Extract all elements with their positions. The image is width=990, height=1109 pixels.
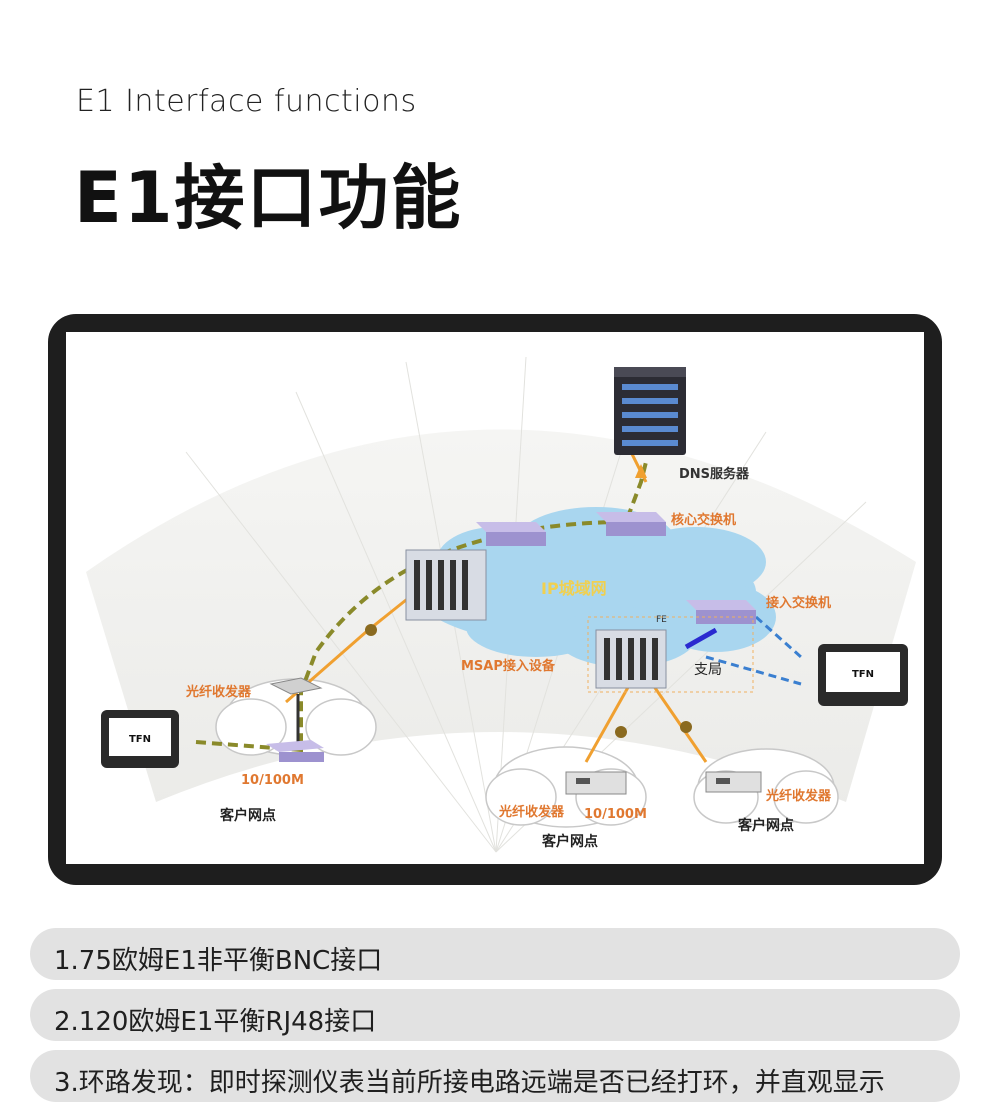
path-arrow-head [635,464,647,478]
fiber-transceiver-label-middle: 光纤收发器 [498,804,565,820]
core-switch-label: 核心交换机 [671,512,736,528]
dns-server-icon [614,367,686,455]
page-subtitle: E1 Interface functions [76,84,417,119]
customer-site-label-right: 客户网点 [737,817,794,834]
fiber-transceiver-right [705,771,762,793]
feature-item-2: 2.120欧姆E1平衡RJ48接口 [30,989,960,1041]
access-switch-icon [686,600,756,624]
fiber-transceiver-middle [565,771,627,795]
speed-label-middle: 10/100M [584,807,647,822]
access-switch-label: 接入交换机 [766,595,831,611]
feature-text-2: 2.120欧姆E1平衡RJ48接口 [54,1007,377,1037]
fe-label: FE [656,615,667,625]
feature-text-1: 1.75欧姆E1非平衡BNC接口 [54,946,383,976]
feature-item-1: 1.75欧姆E1非平衡BNC接口 [30,928,960,980]
feature-item-3: 3.环路发现：即时探测仪表当前所接电路远端是否已经打环，并直观显示 [30,1050,960,1102]
core-router-rack [405,549,487,621]
fiber-transceiver-label-right: 光纤收发器 [765,788,832,804]
ip-network-label: IP城域网 [541,579,607,598]
speed-label-left: 10/100M [241,773,304,788]
link-markers [365,624,692,738]
fiber-transceiver-label-left: 光纤收发器 [185,684,252,700]
network-diagram: DNS服务器 核心交换机 IP城域网 [86,356,916,853]
fe-link [684,627,718,650]
tester-device-left: TFN [101,710,179,768]
fiber-transceiver-left [269,677,323,695]
diagram-screen: DNS服务器 核心交换机 IP城域网 [66,332,924,864]
device-brand-right: TFN [852,669,874,680]
branch-label: 支局 [694,662,722,678]
switch-left [266,740,324,762]
msap-device-label: MSAP接入设备 [461,658,556,674]
device-brand-left: TFN [129,734,151,745]
feature-text-3: 3.环路发现：即时探测仪表当前所接电路远端是否已经打环，并直观显示 [54,1068,885,1098]
customer-cloud-right [693,748,839,826]
customer-site-label-left: 客户网点 [219,807,276,824]
customer-site-label-middle: 客户网点 [541,833,598,850]
tablet-frame: DNS服务器 核心交换机 IP城域网 [48,314,942,885]
msap-device-rack [595,629,667,689]
page-title: E1接口功能 [74,157,463,239]
dns-server-label: DNS服务器 [679,466,750,482]
blue-links [705,615,802,686]
tester-device-right: TFN [818,644,908,706]
core-switch-icon [476,512,666,546]
